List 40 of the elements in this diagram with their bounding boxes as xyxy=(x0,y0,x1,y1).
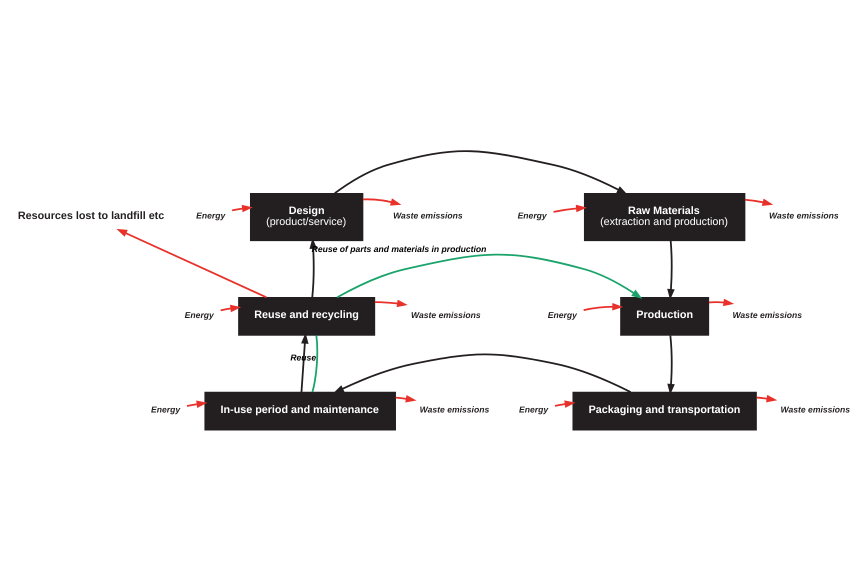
node-text: Waste emissions xyxy=(393,210,463,221)
node-box: In-use period and maintenance xyxy=(204,392,396,430)
node-text: Energy xyxy=(518,210,547,221)
node-text: Waste emissions xyxy=(411,310,481,320)
node-text: Energy xyxy=(196,210,226,221)
arrow xyxy=(336,254,642,299)
arrow xyxy=(554,400,576,408)
node-box: Packaging and transportation xyxy=(572,392,757,430)
connector xyxy=(312,335,318,392)
arrow xyxy=(362,198,402,206)
node-text: Energy xyxy=(184,310,214,320)
arrow xyxy=(374,300,408,308)
node-box: Reuse and recycling xyxy=(238,297,376,336)
node-text: Energy xyxy=(150,404,180,415)
node-text: Energy xyxy=(548,310,577,320)
arrow xyxy=(756,394,778,402)
arrow xyxy=(553,204,587,213)
node-text: Energy xyxy=(519,404,548,415)
arrow xyxy=(583,302,624,311)
node-box: Design (product/service) xyxy=(250,193,364,242)
arrow xyxy=(232,204,253,212)
node-text: Waste emissions xyxy=(732,310,802,320)
node-box: Raw Materials (extraction and production) xyxy=(584,193,746,242)
arrow xyxy=(334,150,628,195)
arrow xyxy=(708,298,734,306)
node-text: Waste emissions xyxy=(420,404,490,415)
arrow xyxy=(333,354,632,394)
arrow xyxy=(745,198,774,206)
arrow xyxy=(116,228,267,298)
arrow xyxy=(186,400,208,408)
node-text: Waste emissions xyxy=(769,210,839,221)
arrow xyxy=(300,332,309,392)
arrow xyxy=(309,238,317,298)
node-text: Resources lost to landfill etc xyxy=(18,210,164,222)
arrow xyxy=(220,304,242,312)
node-text: Waste emissions xyxy=(780,404,850,415)
arrow xyxy=(667,335,675,395)
arrow xyxy=(667,240,675,300)
arrow xyxy=(396,395,416,403)
node-box: Production xyxy=(620,297,710,336)
